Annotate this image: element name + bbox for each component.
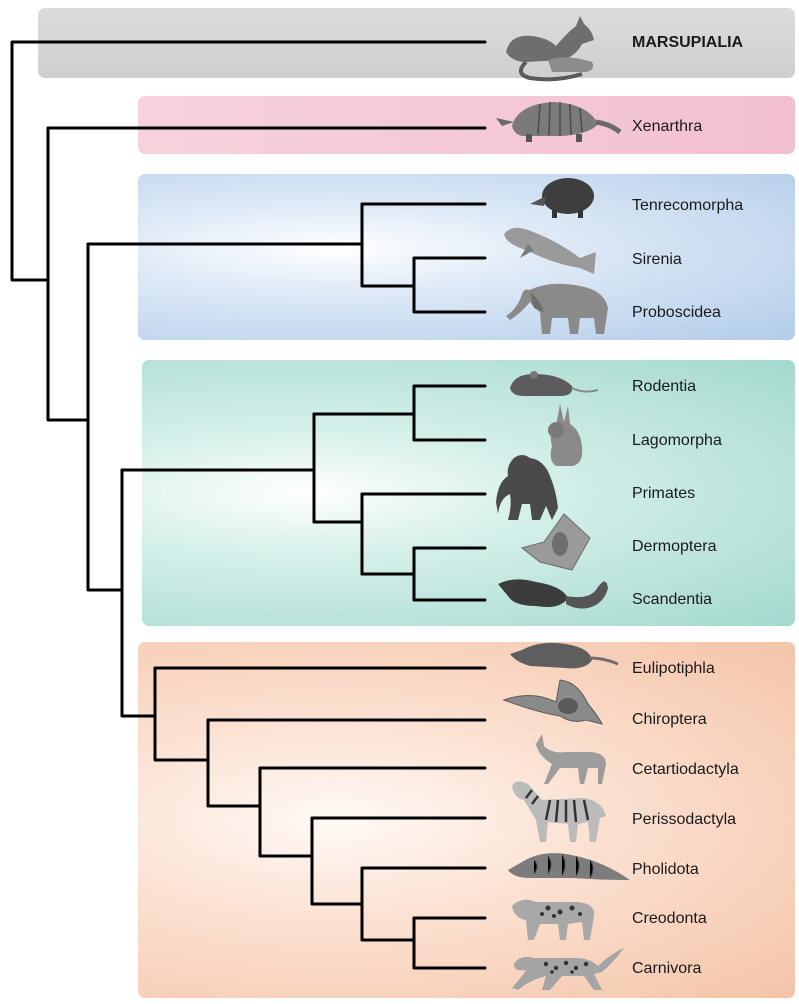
colugo-icon [520, 512, 594, 572]
taxon-label-pholidota: Pholidota [632, 860, 699, 880]
treeshrew-icon [496, 570, 612, 614]
zebra-icon [506, 776, 610, 844]
taxon-label-rodentia: Rodentia [632, 377, 696, 397]
rat-icon [504, 368, 600, 402]
branch-ferae-perisso [312, 818, 362, 904]
taxon-label-perissodactyla: Perissodactyla [632, 810, 736, 830]
creodont-icon [508, 894, 598, 942]
taxon-label-lagomorpha: Lagomorpha [632, 431, 722, 451]
taxon-label-tenrecomorpha: Tenrecomorpha [632, 196, 743, 216]
opossum-icon [496, 12, 602, 84]
elephant-icon [500, 278, 616, 338]
taxon-label-eulipotiphla: Eulipotiphla [632, 659, 715, 679]
taxon-label-primates: Primates [632, 484, 695, 504]
branch-boreoeutheria [122, 470, 155, 716]
branch-afro-split [362, 204, 414, 286]
shrew-icon [506, 636, 620, 676]
taxon-label-creodonta: Creodonta [632, 909, 707, 929]
taxon-label-marsupialia: MARSUPIALIA [632, 33, 743, 53]
leopard-icon [506, 944, 626, 994]
taxon-label-sirenia: Sirenia [632, 250, 682, 270]
branch-ferae [362, 868, 414, 940]
taxon-label-xenarthra: Xenarthra [632, 117, 702, 137]
branch-placentalia [48, 128, 88, 420]
branch-root [12, 42, 48, 280]
branch-scrotifera [208, 720, 260, 806]
taxon-label-dermoptera: Dermoptera [632, 537, 716, 557]
branch-laurasia-split [155, 668, 208, 760]
pangolin-icon [504, 846, 632, 888]
tenrec-icon [528, 174, 598, 220]
branch-epitheria [88, 244, 122, 590]
taxon-label-chiroptera: Chiroptera [632, 710, 707, 730]
armadillo-icon [492, 96, 622, 146]
taxon-label-carnivora: Carnivora [632, 959, 701, 979]
taxon-label-cetartiodactyla: Cetartiodactyla [632, 760, 739, 780]
taxon-label-proboscidea: Proboscidea [632, 303, 721, 323]
bat-icon [502, 676, 606, 728]
manatee-icon [498, 222, 602, 280]
branch-fereuungulata [260, 768, 312, 856]
taxon-label-scandentia: Scandentia [632, 590, 712, 610]
